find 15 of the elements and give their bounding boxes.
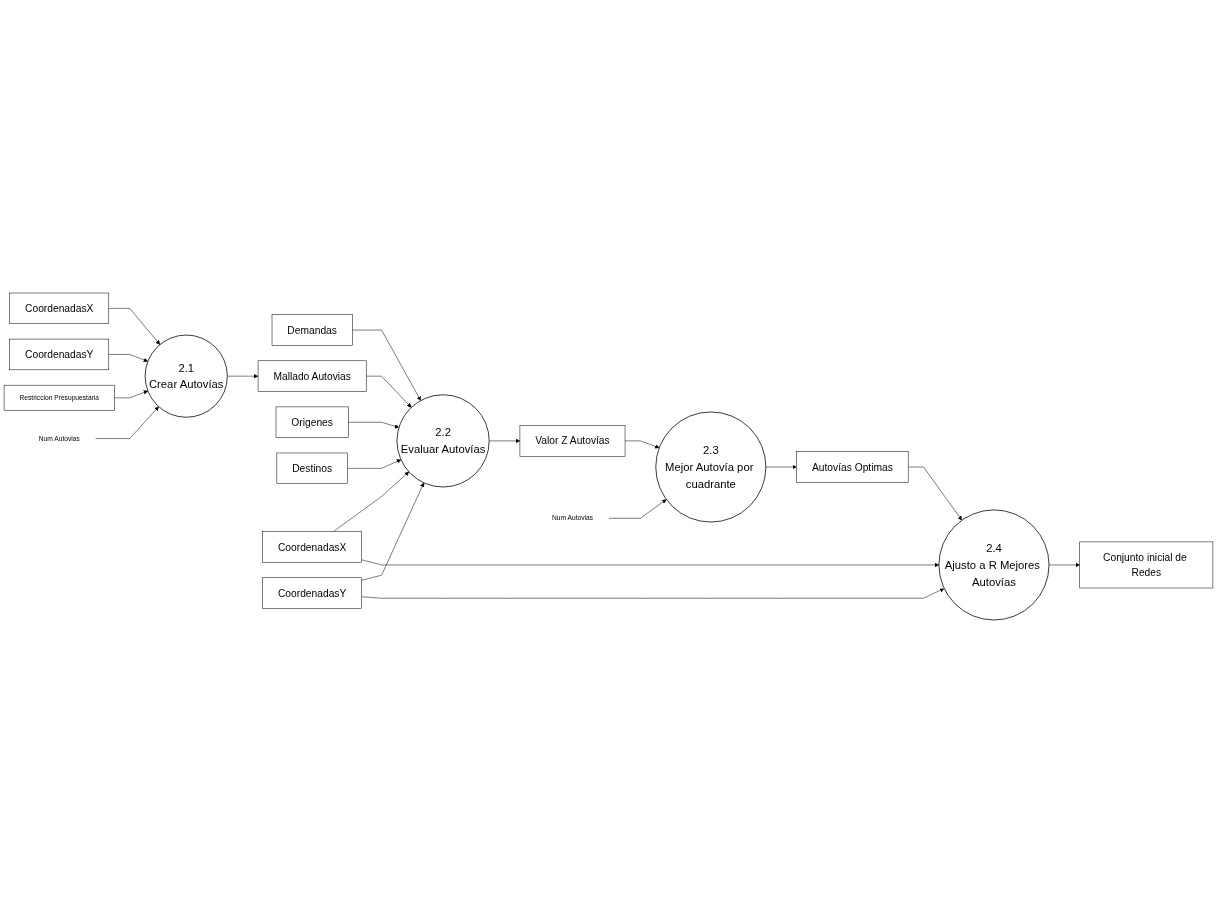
node-box: Autovías Optimas	[796, 451, 909, 483]
node-circle: 2.4 Ajusto a R Mejores Autovías	[938, 509, 1050, 621]
node-box: CoordenadasY	[9, 338, 110, 371]
node-box: Mallado Autovias	[257, 360, 367, 392]
node-box: CoordenadasX	[262, 531, 362, 563]
node-box: CoordenadasX	[9, 292, 110, 324]
node-box: Destinos	[276, 452, 348, 484]
node-box: Demandas	[271, 314, 353, 346]
node-box: CoordenadasY	[262, 577, 362, 609]
node-circle: 2.2 Evaluar Autovías	[396, 394, 490, 488]
node-circle: 2.3 Mejor Autovía por cuadrante	[655, 411, 767, 523]
node-box: Origenes	[275, 406, 349, 438]
node-box: Conjunto inicial de Redes	[1079, 541, 1214, 589]
node-box: Valor Z Autovías	[519, 425, 626, 457]
node-circle: 2.1 Crear Autovías	[144, 334, 228, 418]
